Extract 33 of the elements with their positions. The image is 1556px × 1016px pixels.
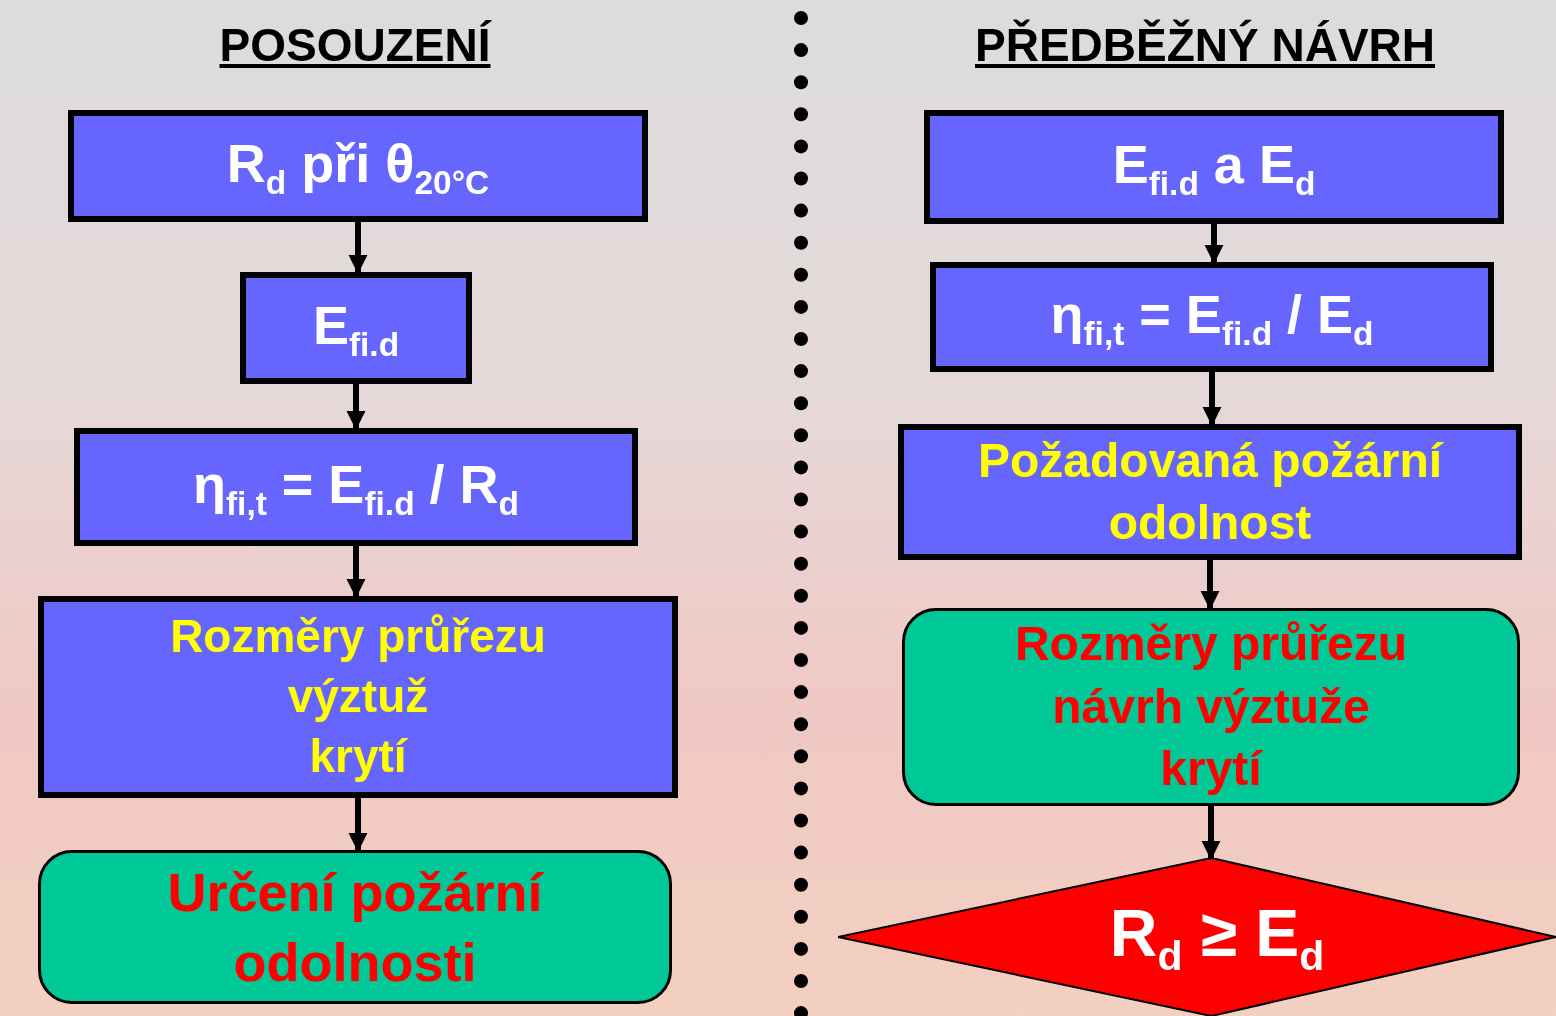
node-text: Rozměry průřezu xyxy=(170,609,546,665)
node-text: návrh výztuže xyxy=(1052,678,1370,735)
terminal-box xyxy=(902,608,1520,806)
node-text: Požadovaná požární odolnost xyxy=(976,432,1445,551)
arrow xyxy=(1201,806,1221,860)
arrow xyxy=(1200,560,1220,610)
node-text: R$_{d}$ ≥ E$_{d}$ xyxy=(1109,894,1325,982)
process-box xyxy=(74,428,638,546)
terminal-box xyxy=(38,850,672,1004)
arrow xyxy=(348,798,368,852)
node-text: η$_{fi,t}$ = E$_{fi.d}$ / R$_{d}$ xyxy=(192,452,520,524)
column-heading: PŘEDBĚŽNÝ NÁVRH xyxy=(975,18,1435,72)
node-text: R$_{d}$ při θ$_{20°C}$ xyxy=(226,131,490,203)
column-heading: POSOUZENÍ xyxy=(219,18,491,72)
node-text: krytí xyxy=(1160,741,1262,798)
arrow xyxy=(346,384,366,430)
arrow xyxy=(348,222,368,274)
arrow xyxy=(346,546,366,598)
arrow xyxy=(1202,372,1222,426)
process-box xyxy=(924,110,1504,224)
process-box xyxy=(240,272,472,384)
process-box xyxy=(898,424,1522,560)
process-box xyxy=(38,596,678,798)
node-text: E$_{fi.d}$ a E$_{d}$ xyxy=(1112,132,1316,204)
process-box xyxy=(68,110,648,222)
node-text: výztuž xyxy=(287,669,429,725)
node-text: Rozměry průřezu xyxy=(1014,616,1408,673)
node-text: η$_{fi,t}$ = E$_{fi.d}$ / E$_{d}$ xyxy=(1050,282,1374,354)
process-box xyxy=(930,262,1494,372)
node-text: krytí xyxy=(309,728,407,784)
arrow xyxy=(1204,224,1224,264)
node-text: Určení požární odolnosti xyxy=(166,860,545,994)
node-text: E$_{fi.d}$ xyxy=(312,293,400,365)
